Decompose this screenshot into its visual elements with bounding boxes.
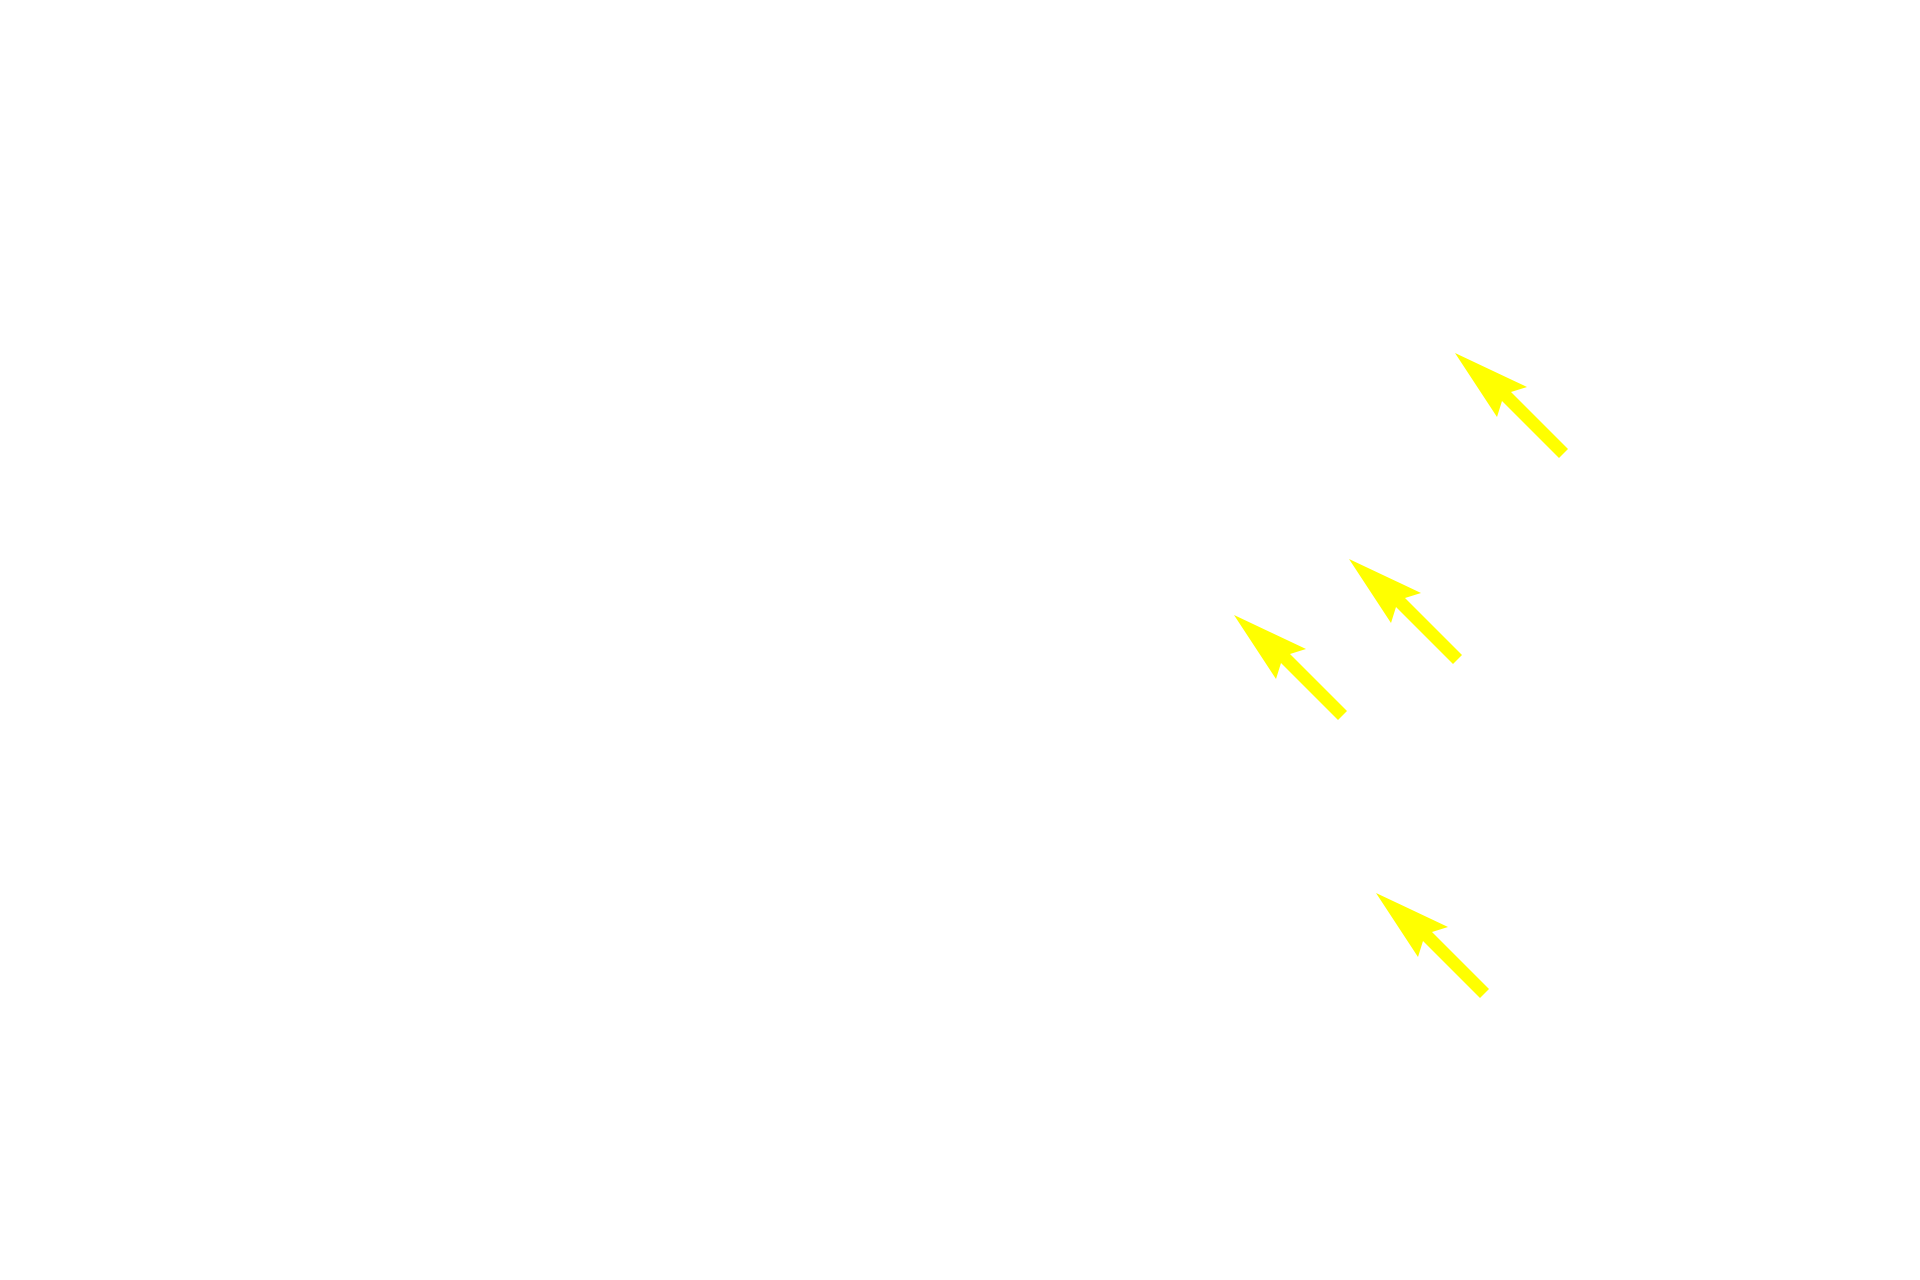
arrow-pointer-icon — [1455, 353, 1568, 458]
arrow-pointer-icon — [1376, 893, 1489, 998]
arrow-pointer-icon — [1234, 615, 1347, 720]
arrow-pointer-icon — [1349, 559, 1462, 664]
